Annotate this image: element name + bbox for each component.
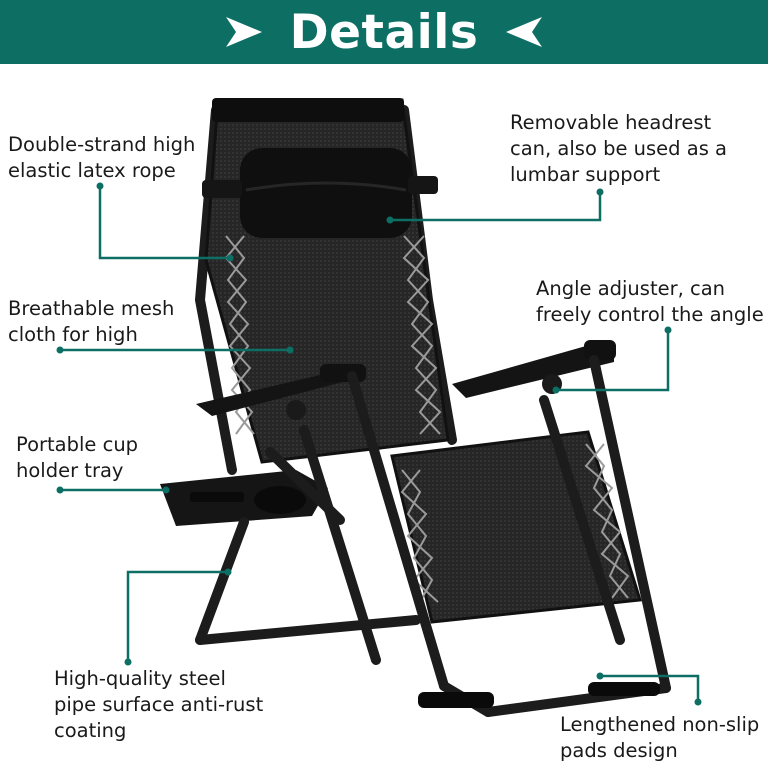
arrow-left-icon [506,17,543,47]
callout-headrest-line-1: Removable headrest [510,111,712,134]
callout-steel-line-2: pipe surface anti-rust [54,693,264,716]
callout-cup-line-1: Portable cup [16,433,139,456]
callout-pads: Lengthened non-slip pads design [560,712,759,764]
callout-cup-line-2: holder tray [16,459,124,482]
banner-title: Details [289,4,479,60]
callout-angle-line-2: freely control the angle [536,303,764,326]
callout-rope: Double-strand high elastic latex rope [8,132,195,184]
details-banner: Details [0,0,768,64]
callout-rope-line-2: elastic latex rope [8,159,176,182]
callout-angle-line-1: Angle adjuster, can [536,277,726,300]
callout-mesh-line-2: cloth for high [8,323,138,346]
callout-cup: Portable cup holder tray [16,432,138,484]
arrow-right-icon [225,17,262,47]
callout-headrest-line-2: can, also be used as a [510,137,728,160]
callout-mesh-line-1: Breathable mesh [8,297,175,320]
callout-pads-line-2: pads design [560,739,678,762]
callout-steel: High-quality steel pipe surface anti-rus… [54,666,263,744]
callout-headrest: Removable headrest can, also be used as … [510,110,727,188]
callout-steel-line-3: coating [54,719,127,742]
callout-steel-line-1: High-quality steel [54,667,226,690]
callout-rope-line-1: Double-strand high [8,133,196,156]
callout-pads-line-1: Lengthened non-slip [560,713,760,736]
callout-mesh: Breathable mesh cloth for high [8,296,174,348]
callout-angle: Angle adjuster, can freely control the a… [536,276,764,328]
callout-headrest-line-3: lumbar support [510,163,661,186]
